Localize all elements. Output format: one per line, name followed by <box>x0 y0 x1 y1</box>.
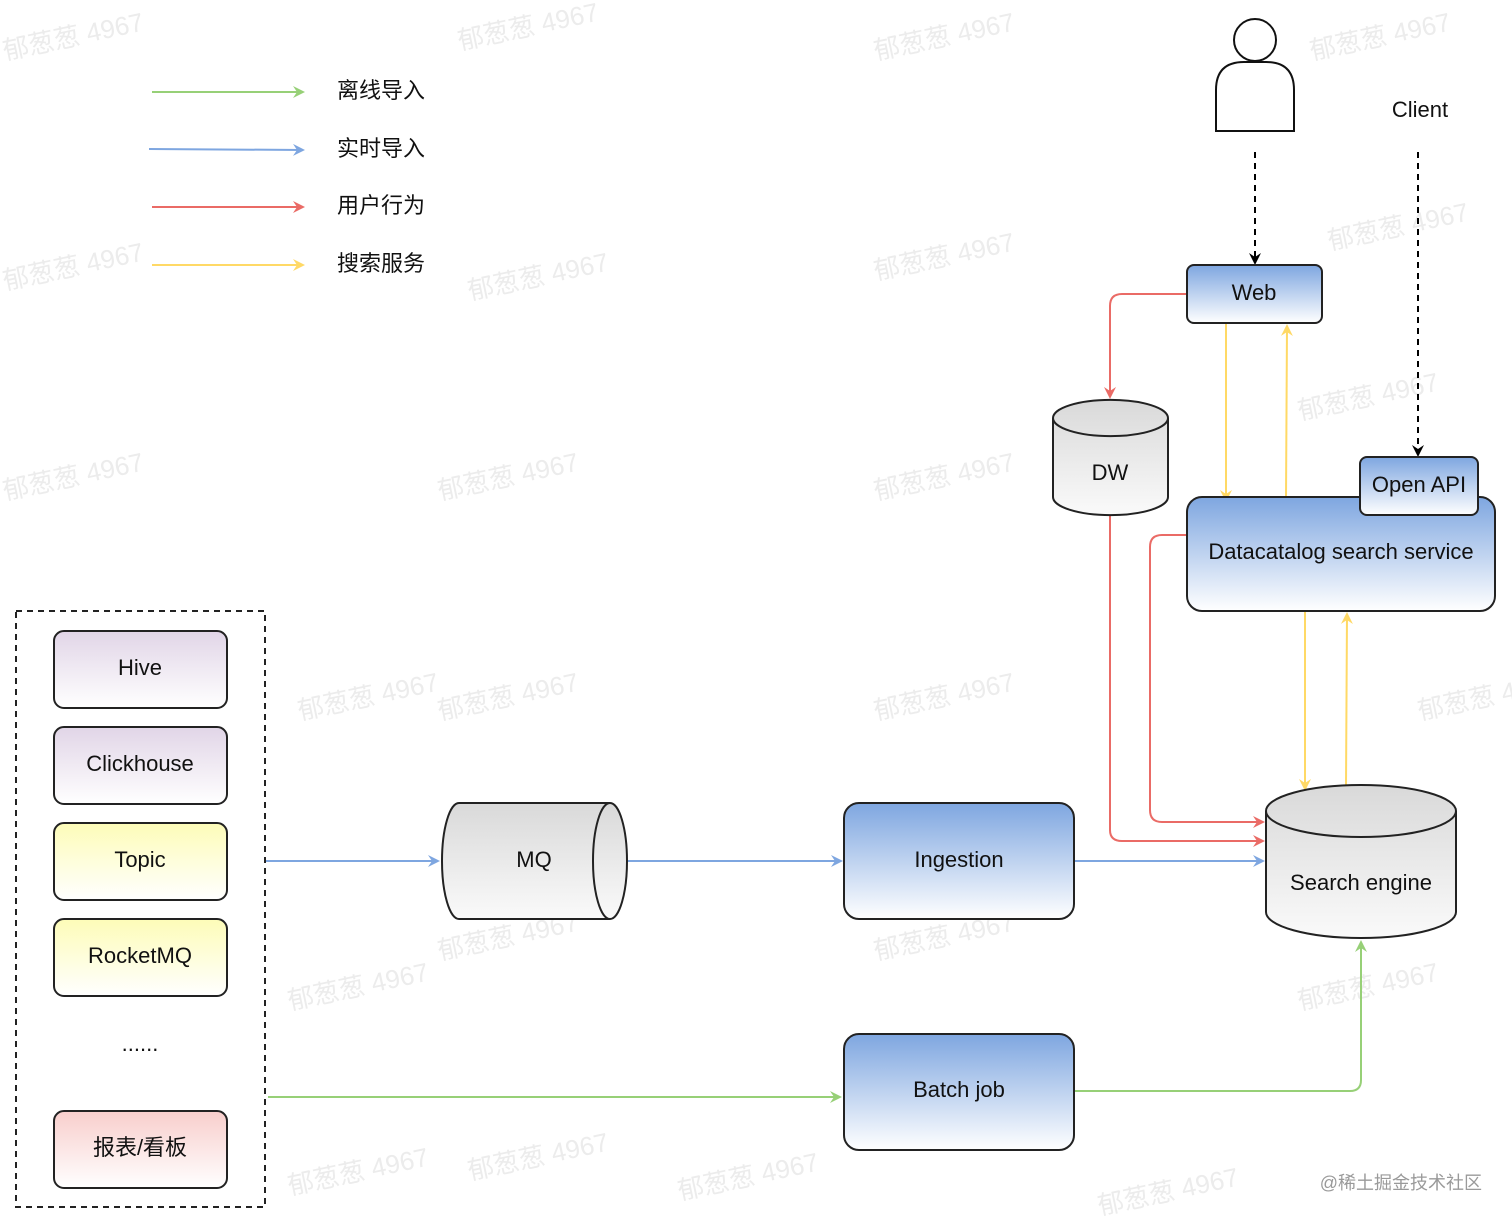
watermark-text: 郁葱葱 4967 <box>1295 957 1441 1016</box>
user-icon <box>1215 18 1295 132</box>
ingestion-label: Ingestion <box>914 847 1003 872</box>
source-clickhouse[interactable]: Clickhouse <box>53 726 228 805</box>
source-topic[interactable]: Topic <box>53 822 228 901</box>
watermark-text: 郁葱葱 4967 <box>1095 1162 1241 1221</box>
node-batch-job[interactable]: Batch job <box>843 1033 1075 1151</box>
edge-batchjob-searchengine <box>1074 940 1367 1092</box>
watermark-text: 郁葱葱 4967 <box>465 1127 611 1186</box>
client-label: Client <box>1392 97 1448 122</box>
footer-watermark: @稀土掘金技术社区 <box>1320 1173 1482 1193</box>
node-open-api[interactable]: Open API <box>1359 456 1479 516</box>
edge-searchengine-datacatalog <box>1340 612 1353 786</box>
mq-label: MQ <box>516 847 551 872</box>
legend: 离线导入 实时导入 用户行为 搜索服务 <box>148 78 425 276</box>
watermark-text: 郁葱葱 4967 <box>871 227 1017 286</box>
source-clickhouse-label: Clickhouse <box>86 751 194 776</box>
legend-label-realtime: 实时导入 <box>337 136 425 161</box>
watermark-text: 郁葱葱 4967 <box>465 247 611 306</box>
edge-datacatalog-searchengine-behavior <box>1149 534 1265 828</box>
legend-label-offline: 离线导入 <box>337 78 425 103</box>
watermark-text: 郁葱葱 4967 <box>285 1142 431 1201</box>
watermark-text: 郁葱葱 4967 <box>435 667 581 726</box>
watermark-text: 郁葱葱 4967 <box>871 667 1017 726</box>
edge-web-dw <box>1104 293 1187 399</box>
batch-job-label: Batch job <box>913 1077 1005 1102</box>
edges <box>266 152 1424 1103</box>
source-hive-label: Hive <box>118 655 162 680</box>
watermark-text: 郁葱葱 4967 <box>1295 367 1441 426</box>
watermark-text: 郁葱葱 4967 <box>0 447 146 506</box>
node-web[interactable]: Web <box>1186 264 1323 324</box>
source-rocketmq[interactable]: RocketMQ <box>53 918 228 997</box>
watermark-text: 郁葱葱 4967 <box>675 1147 821 1206</box>
dw-label: DW <box>1092 460 1129 485</box>
watermark-text: 郁葱葱 4967 <box>871 447 1017 506</box>
source-rocketmq-label: RocketMQ <box>88 943 192 968</box>
watermark-text: 郁葱葱 4967 <box>0 237 146 296</box>
web-label: Web <box>1232 280 1277 305</box>
node-ingestion[interactable]: Ingestion <box>843 802 1075 920</box>
watermark-text: 郁葱葱 4967 <box>1325 197 1471 256</box>
watermark-text: 郁葱葱 4967 <box>435 447 581 506</box>
search-engine-label: Search engine <box>1290 870 1432 895</box>
sources-group: Hive Clickhouse Topic RocketMQ ...... 报表… <box>15 610 266 1208</box>
node-datacatalog-search-service[interactable]: Datacatalog search service <box>1186 496 1496 612</box>
legend-label-search-service: 搜索服务 <box>337 251 425 276</box>
source-ellipsis: ...... <box>122 1031 159 1056</box>
watermark-text: 郁葱葱 4967 <box>285 957 431 1016</box>
watermark-text: 郁葱葱 4967 <box>455 0 601 56</box>
watermark-text: 郁葱葱 4967 <box>871 7 1017 66</box>
source-topic-label: Topic <box>114 847 165 872</box>
legend-label-user-behavior: 用户行为 <box>337 193 425 218</box>
watermark-text: 郁葱葱 4967 <box>1307 7 1453 66</box>
node-mq[interactable]: MQ <box>441 802 628 920</box>
open-api-label: Open API <box>1372 472 1466 497</box>
node-dw[interactable]: DW <box>1052 398 1169 517</box>
source-hive[interactable]: Hive <box>53 630 228 709</box>
watermark-text: 郁葱葱 4967 <box>0 7 146 66</box>
edge-dw-searchengine <box>1109 515 1265 847</box>
source-report-label: 报表/看板 <box>93 1135 187 1160</box>
watermark-text: 郁葱葱 4967 <box>295 667 441 726</box>
watermark-text: 郁葱葱 4967 <box>1415 667 1512 726</box>
node-search-engine[interactable]: Search engine <box>1265 784 1457 939</box>
source-report-dashboard[interactable]: 报表/看板 <box>53 1110 228 1189</box>
legend-arrow-realtime <box>148 143 305 156</box>
edge-datacatalog-web <box>1280 324 1293 498</box>
datacatalog-label: Datacatalog search service <box>1208 539 1473 564</box>
